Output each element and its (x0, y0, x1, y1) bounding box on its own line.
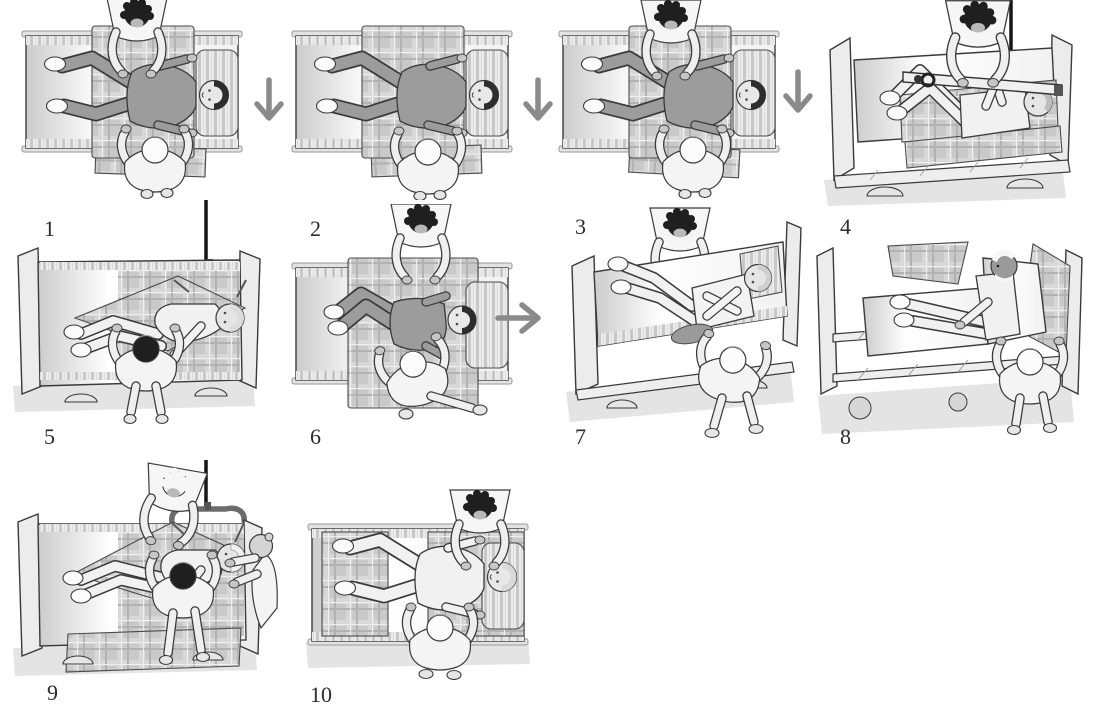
step-panel-2 (276, 0, 528, 200)
caster-wheel (848, 396, 872, 420)
step-number-7: 7 (575, 424, 586, 449)
right-arrow-icon (494, 300, 546, 336)
step-number-8: 8 (840, 424, 851, 449)
step-panel-5 (3, 196, 269, 430)
folded-blanket (887, 241, 969, 285)
step-panel-6 (276, 204, 528, 436)
step-number-3: 3 (575, 214, 586, 239)
down-arrow-icon (521, 76, 555, 134)
transfer-board (902, 71, 1063, 96)
step-panel-7 (542, 206, 808, 442)
step-number-9: 9 (47, 680, 58, 705)
caregiver-white-cap (406, 603, 474, 680)
step-number-2: 2 (310, 216, 321, 241)
step-panel-1 (6, 0, 258, 200)
step-panel-3 (543, 0, 795, 200)
step-panel-8 (808, 236, 1098, 436)
step-number-4: 4 (840, 214, 851, 239)
down-arrow-icon (252, 76, 286, 134)
step-panel-10 (276, 462, 548, 680)
caregiver-dark-hair-kneeling (112, 324, 180, 425)
step-number-1: 1 (44, 216, 55, 241)
step-panel-4 (810, 0, 1098, 210)
caster-wheel (948, 392, 968, 412)
step-number-10: 10 (310, 682, 332, 707)
caregiver-white-cap (374, 332, 488, 420)
caregiver-gray-hair (224, 532, 278, 630)
step-number-5: 5 (44, 424, 55, 449)
patient-figure (879, 64, 1053, 139)
caregiver-dark-hair (149, 551, 217, 666)
step-panel-9 (3, 458, 281, 690)
down-arrow-icon (781, 68, 815, 126)
step-number-6: 6 (310, 424, 321, 449)
patient-figure-arms-crossed (607, 256, 773, 331)
patient-figure-sitting (889, 249, 1021, 341)
caregiver-white-cap (691, 329, 771, 439)
caregiver-white-cap (996, 337, 1064, 436)
